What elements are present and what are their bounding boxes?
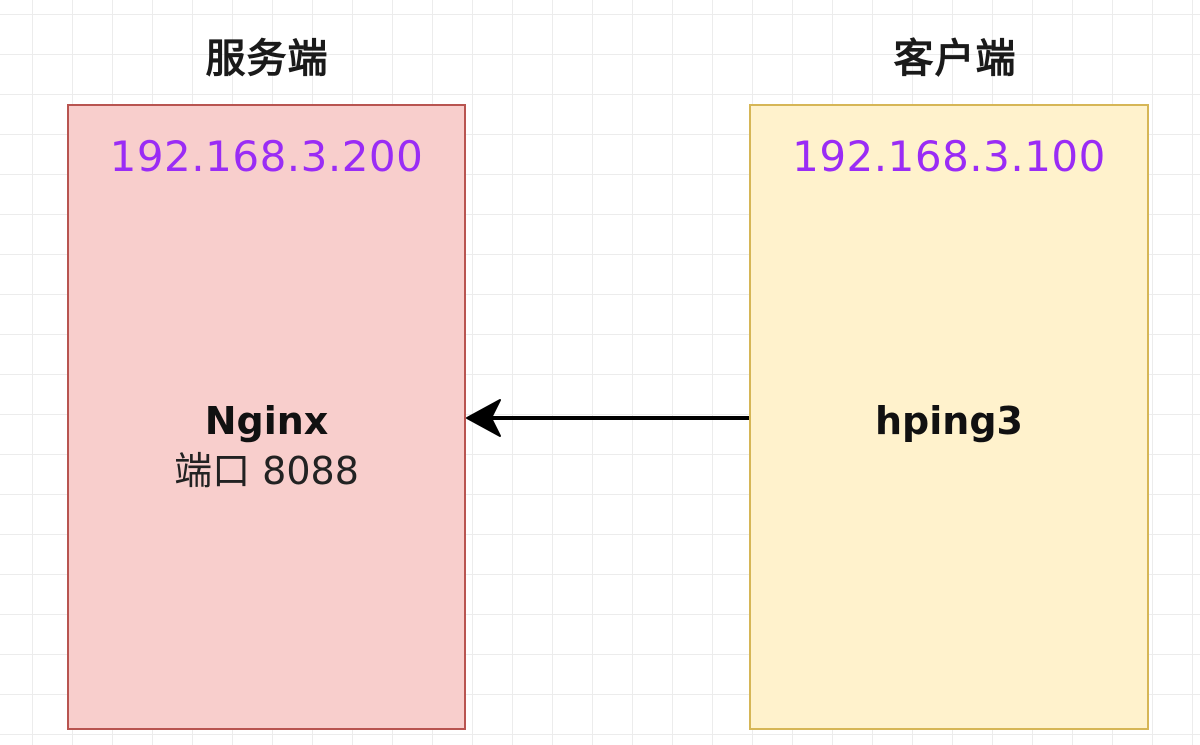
server-box: 192.168.3.200 Nginx 端口 8088: [67, 104, 466, 730]
server-ip: 192.168.3.200: [109, 132, 424, 181]
server-process-block: Nginx 端口 8088: [69, 398, 464, 498]
server-process-name: Nginx: [204, 399, 329, 443]
server-heading: 服务端: [205, 36, 329, 82]
client-ip: 192.168.3.100: [792, 132, 1106, 181]
connection-arrow-head: [466, 399, 501, 437]
client-process-block: hping3: [751, 398, 1147, 444]
client-box: 192.168.3.100 hping3: [749, 104, 1149, 730]
client-heading: 客户端: [893, 36, 1017, 82]
server-port-label: 端口 8088: [174, 449, 359, 493]
client-process-name: hping3: [875, 399, 1023, 443]
